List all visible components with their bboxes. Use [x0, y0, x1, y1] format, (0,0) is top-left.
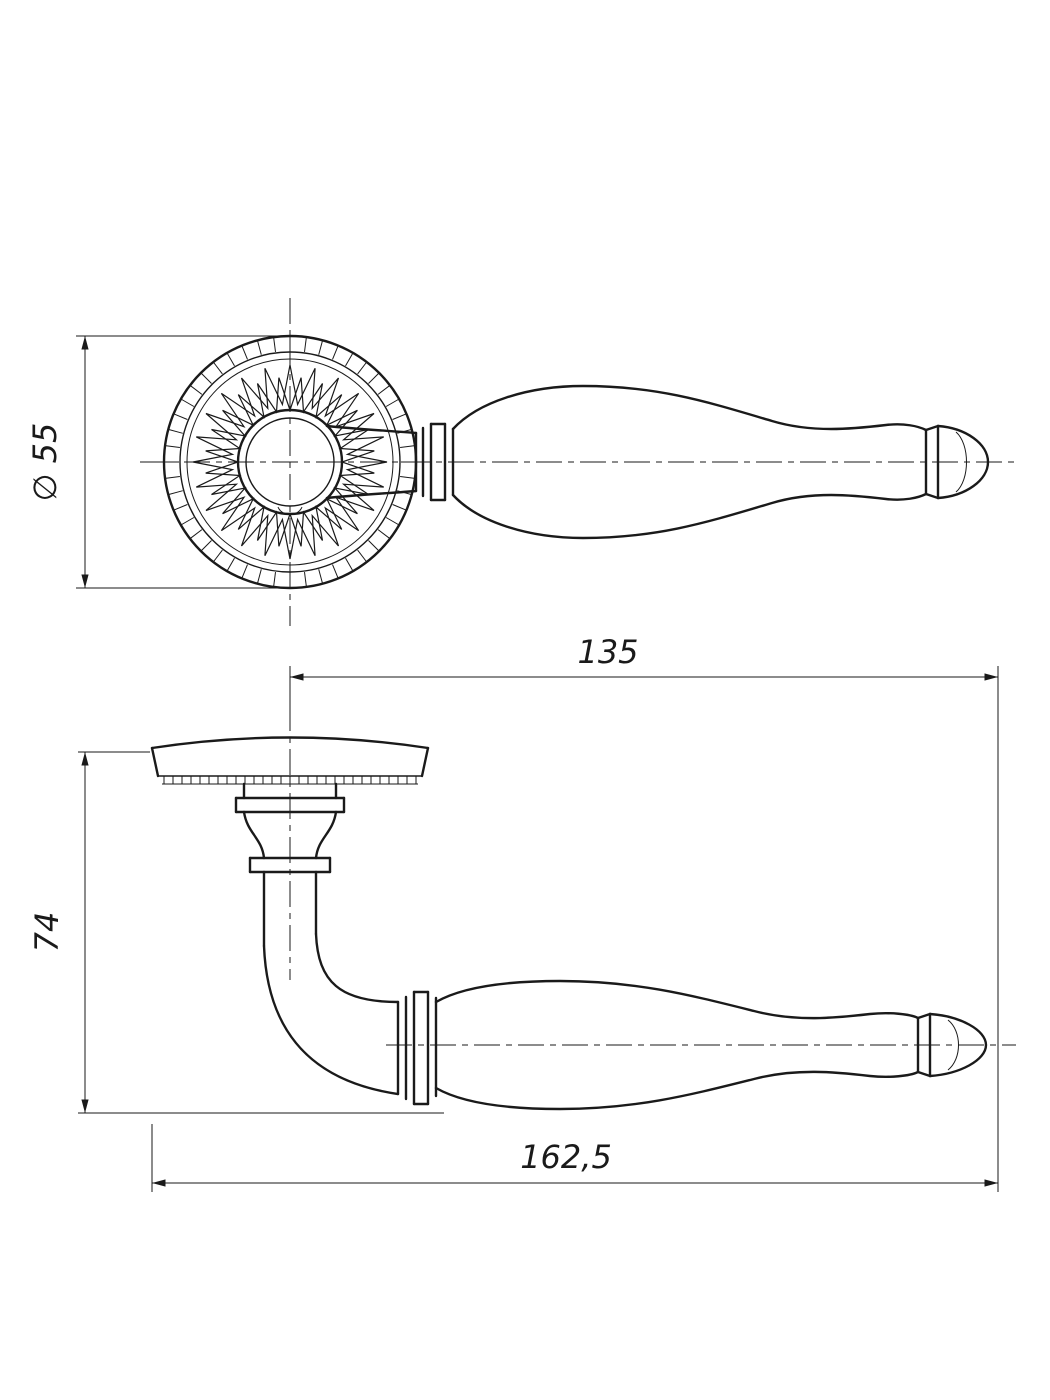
- dimension-overall-label: 162,5: [520, 1138, 612, 1176]
- dimension-135: 135: [289, 633, 999, 1192]
- dimension-diameter: ∅ 55: [26, 335, 282, 589]
- dimension-135-label: 135: [577, 633, 638, 671]
- lever-collar: [414, 422, 455, 502]
- dimension-overall: 162,5: [151, 1124, 998, 1192]
- side-grip-end-cap: [916, 1012, 988, 1078]
- side-grip-bottom-edge: [434, 1070, 920, 1111]
- rosette-rim-serration: [163, 776, 417, 784]
- grip-end-cap: [924, 424, 990, 500]
- lever-neck-top-edge: [325, 424, 418, 435]
- dimension-74: 74: [28, 751, 444, 1114]
- side-grip-top-edge: [434, 979, 920, 1020]
- rosette-flute-inner-circle: [179, 351, 401, 573]
- elbow-outer-edge: [262, 944, 400, 1096]
- grip-cap-seam: [955, 431, 967, 493]
- rosette-flutes: [164, 336, 416, 588]
- neck-collar-stack: [234, 782, 346, 948]
- grip-bottom-edge: [451, 492, 928, 540]
- boss-bottom-notch: [277, 506, 303, 515]
- elbow-inner-edge: [314, 932, 400, 1004]
- dimension-diameter-label: ∅ 55: [26, 423, 64, 502]
- grip-top-edge: [451, 384, 928, 432]
- rosette-sunburst: [192, 364, 388, 560]
- rosette-ornament-boundary-circle: [186, 358, 394, 566]
- dimension-74-label: 74: [28, 912, 66, 953]
- boss-inner-circle: [245, 417, 335, 507]
- plate-left-edge: [150, 746, 160, 778]
- side-grip-cap-seam: [947, 1019, 959, 1071]
- plate-right-edge: [420, 746, 430, 778]
- lever-neck-bottom-edge: [325, 489, 418, 500]
- side-view: [150, 705, 1016, 1111]
- side-collar: [396, 990, 438, 1106]
- front-view: [140, 298, 1015, 626]
- plate-top-edge: [150, 736, 430, 750]
